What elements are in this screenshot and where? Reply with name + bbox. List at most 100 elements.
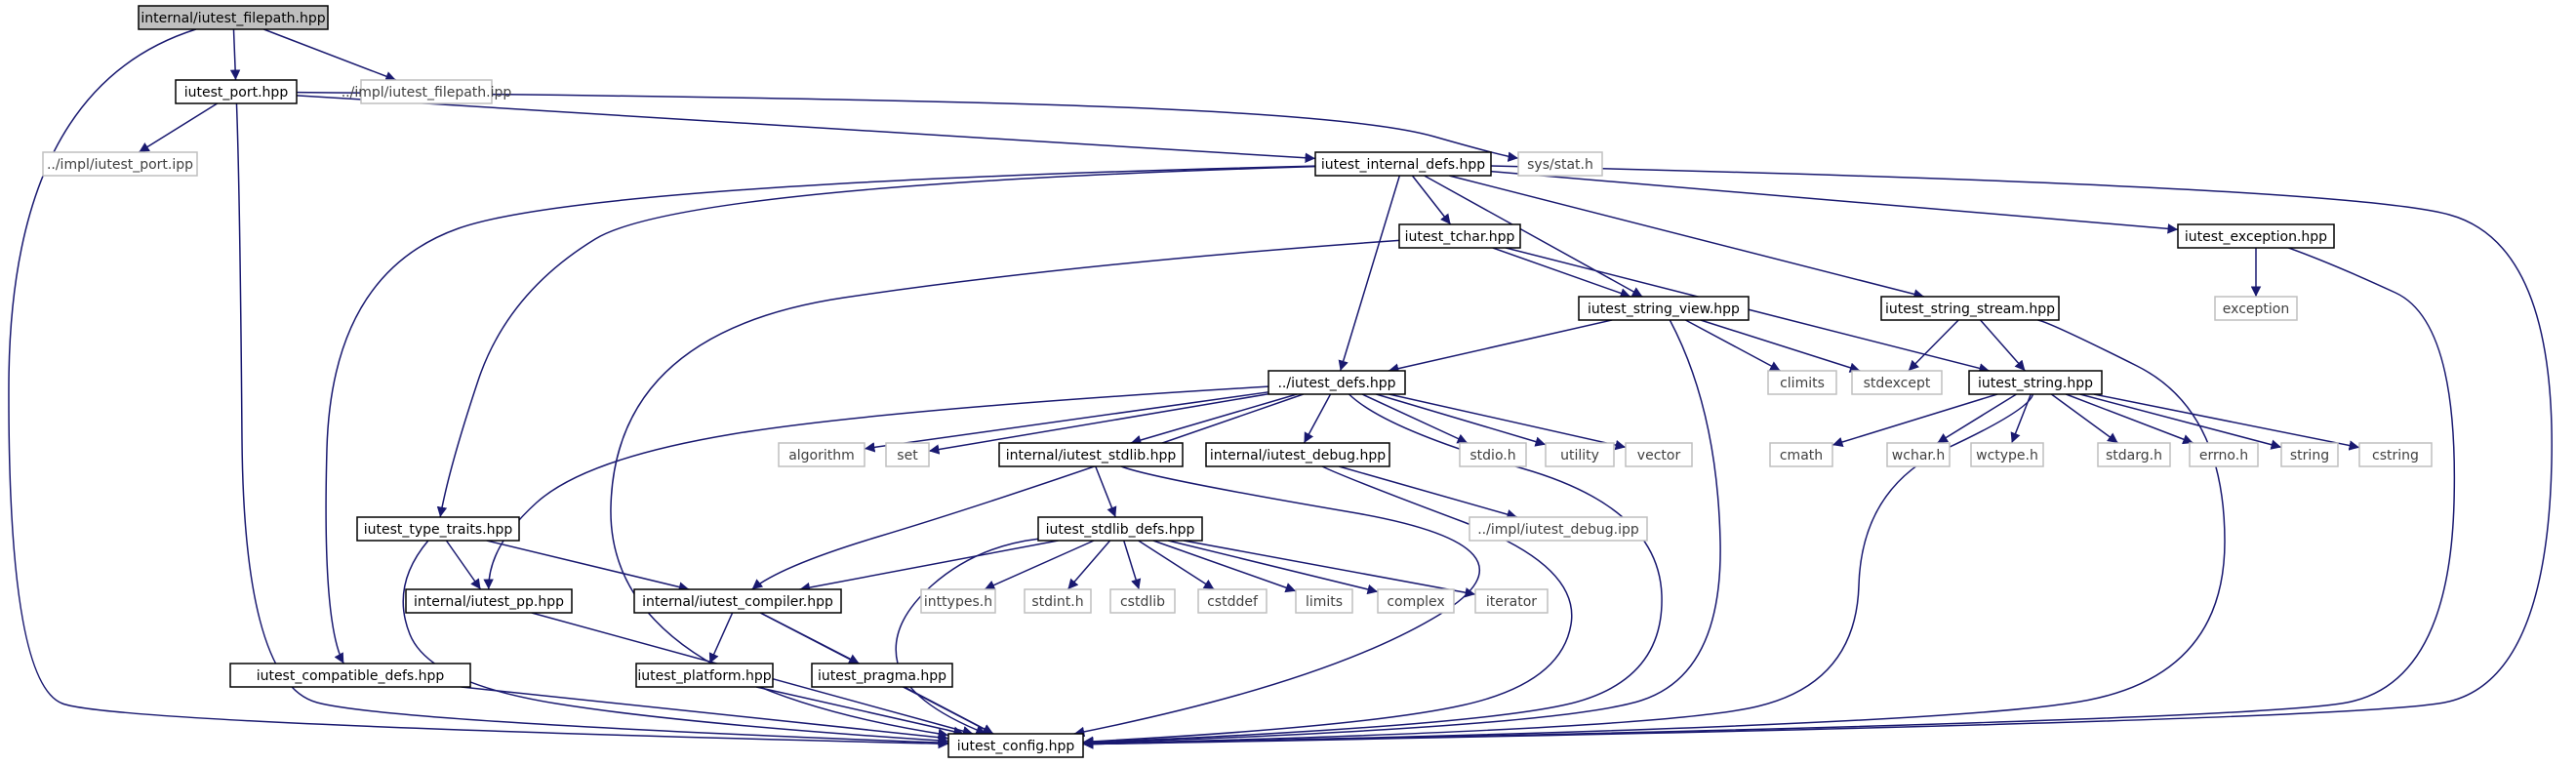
node-label: iutest_pragma.hpp — [818, 668, 946, 684]
node-box — [42, 151, 198, 177]
node-box — [360, 79, 493, 104]
edge-port-to-port_ipp — [138, 102, 219, 153]
node-exception-hpp[interactable]: iutest_exception.hpp — [2177, 223, 2335, 249]
edge-port-to-internal_defs — [296, 95, 1316, 164]
edge-type_traits-to-pp — [445, 540, 482, 590]
node-pragma[interactable]: iutest_pragma.hpp — [811, 663, 953, 688]
node-label: iutest_compatible_defs.hpp — [257, 668, 445, 684]
node-defs[interactable]: ../iutest_defs.hpp — [1268, 370, 1406, 395]
edge-platform-to-config — [756, 686, 964, 737]
nodes-layer: internal/iutest_filepath.hpp iutest_port.… — [42, 5, 2433, 758]
edge-internal_defs-to-compatible — [325, 165, 1316, 664]
node-label: cmath — [1780, 448, 1823, 463]
edge-internal_defs-to-string_view — [1424, 175, 1643, 298]
node-label: stdint.h — [1031, 594, 1083, 610]
edge-stdlib_defs-to-config — [895, 538, 1039, 736]
node-box — [1970, 442, 2044, 467]
edge-internal_defs-to-tchar — [1411, 175, 1452, 225]
node-tchar[interactable]: iutest_tchar.hpp — [1398, 223, 1521, 249]
edge-string_stream-to-stdexcept — [1908, 319, 1959, 372]
node-label: limits — [1306, 594, 1343, 610]
node-label: iutest_port.hpp — [184, 85, 289, 101]
node-label: iutest_string_stream.hpp — [1885, 302, 2055, 317]
node-label: internal/iutest_filepath.hpp — [141, 11, 325, 26]
node-box — [1024, 588, 1092, 614]
node-string-hpp[interactable]: iutest_string.hpp — [1968, 370, 2103, 395]
node-label: stdio.h — [1469, 448, 1515, 463]
edge-tchar-to-config — [610, 239, 1400, 740]
node-label: iutest_internal_defs.hpp — [1321, 157, 1485, 173]
node-compiler[interactable]: internal/iutest_compiler.hpp — [633, 588, 842, 614]
edge-defs-to-debug_hpp — [1303, 393, 1332, 444]
node-stdlib-hpp[interactable]: internal/iutest_stdlib.hpp — [998, 442, 1184, 467]
node-box — [1314, 151, 1492, 177]
node-limits: limits — [1295, 588, 1353, 614]
node-label: internal/iutest_pp.hpp — [414, 594, 564, 610]
node-type-traits[interactable]: iutest_type_traits.hpp — [356, 516, 520, 542]
node-box — [1769, 442, 1833, 467]
node-box — [1109, 588, 1176, 614]
node-box — [920, 588, 996, 614]
node-algorithm: algorithm — [778, 442, 865, 467]
node-label: utility — [1560, 448, 1599, 463]
node-wchar: wchar.h — [1886, 442, 1951, 467]
node-label: stdexcept — [1864, 376, 1931, 391]
node-box — [1968, 370, 2103, 395]
edge-defs-to-algorithm — [864, 391, 1269, 453]
node-label: ../impl/iutest_port.ipp — [47, 157, 193, 173]
node-filepath[interactable]: internal/iutest_filepath.hpp — [138, 5, 329, 30]
node-label: errno.h — [2199, 448, 2248, 463]
edge-filepath-to-port — [229, 28, 241, 81]
edge-stdlib_defs-to-limits — [1152, 540, 1297, 593]
node-box — [998, 442, 1184, 467]
edge-port-to-sysstat — [296, 91, 1519, 162]
node-label: algorithm — [788, 448, 855, 463]
node-compatible[interactable]: iutest_compatible_defs.hpp — [229, 663, 471, 688]
node-stdint: stdint.h — [1024, 588, 1092, 614]
node-string-view[interactable]: iutest_string_view.hpp — [1578, 296, 1750, 321]
node-box — [1767, 370, 1837, 395]
node-cstring: cstring — [2358, 442, 2433, 467]
edge-compiler-to-platform — [708, 612, 734, 664]
node-pp[interactable]: internal/iutest_pp.hpp — [405, 588, 573, 614]
edge-internal_defs-to-type_traits — [436, 165, 1316, 518]
node-box — [1851, 370, 1943, 395]
node-label: sys/stat.h — [1527, 157, 1593, 173]
node-box — [2189, 442, 2259, 467]
node-label: exception — [2223, 302, 2289, 317]
node-box — [2280, 442, 2339, 467]
node-box — [1517, 151, 1603, 177]
node-box — [356, 516, 520, 542]
node-label: vector — [1637, 448, 1681, 463]
edge-stdlib_defs-to-stdint — [1067, 540, 1111, 590]
edge-string_hpp-to-cstring — [2093, 393, 2360, 451]
node-config[interactable]: iutest_config.hpp — [947, 733, 1084, 758]
node-box — [1886, 442, 1951, 467]
node-label: iutest_config.hpp — [957, 739, 1075, 754]
node-box — [1625, 442, 1693, 467]
node-debug-hpp[interactable]: internal/iutest_debug.hpp — [1205, 442, 1390, 467]
edge-filepath-to-filepath_ipp — [262, 28, 397, 82]
node-cstddef: cstddef — [1197, 588, 1268, 614]
node-internal-defs[interactable]: iutest_internal_defs.hpp — [1314, 151, 1492, 177]
edge-string_view-to-config — [1082, 319, 1721, 748]
edge-string_stream-to-string_hpp — [1980, 319, 2026, 372]
node-stdlib-defs[interactable]: iutest_stdlib_defs.hpp — [1037, 516, 1203, 542]
node-box — [138, 5, 329, 30]
edge-defs-to-vector — [1389, 393, 1627, 451]
node-port[interactable]: iutest_port.hpp — [175, 79, 298, 104]
node-string-stream[interactable]: iutest_string_stream.hpp — [1880, 296, 2060, 321]
node-box — [885, 442, 930, 467]
edge-tchar-to-string_view — [1492, 247, 1631, 299]
edge-defs-to-pp — [483, 385, 1269, 590]
edge-stdlib_defs-to-cstdlib — [1123, 540, 1142, 590]
edge-stdlib_hpp-to-stdlib_defs — [1095, 465, 1117, 518]
node-box — [1578, 296, 1750, 321]
node-platform[interactable]: iutest_platform.hpp — [635, 663, 774, 688]
edge-defs-to-utility — [1376, 393, 1547, 447]
node-box — [1398, 223, 1521, 249]
node-utility: utility — [1545, 442, 1615, 467]
node-sysstat: sys/stat.h — [1517, 151, 1603, 177]
node-box — [1377, 588, 1455, 614]
